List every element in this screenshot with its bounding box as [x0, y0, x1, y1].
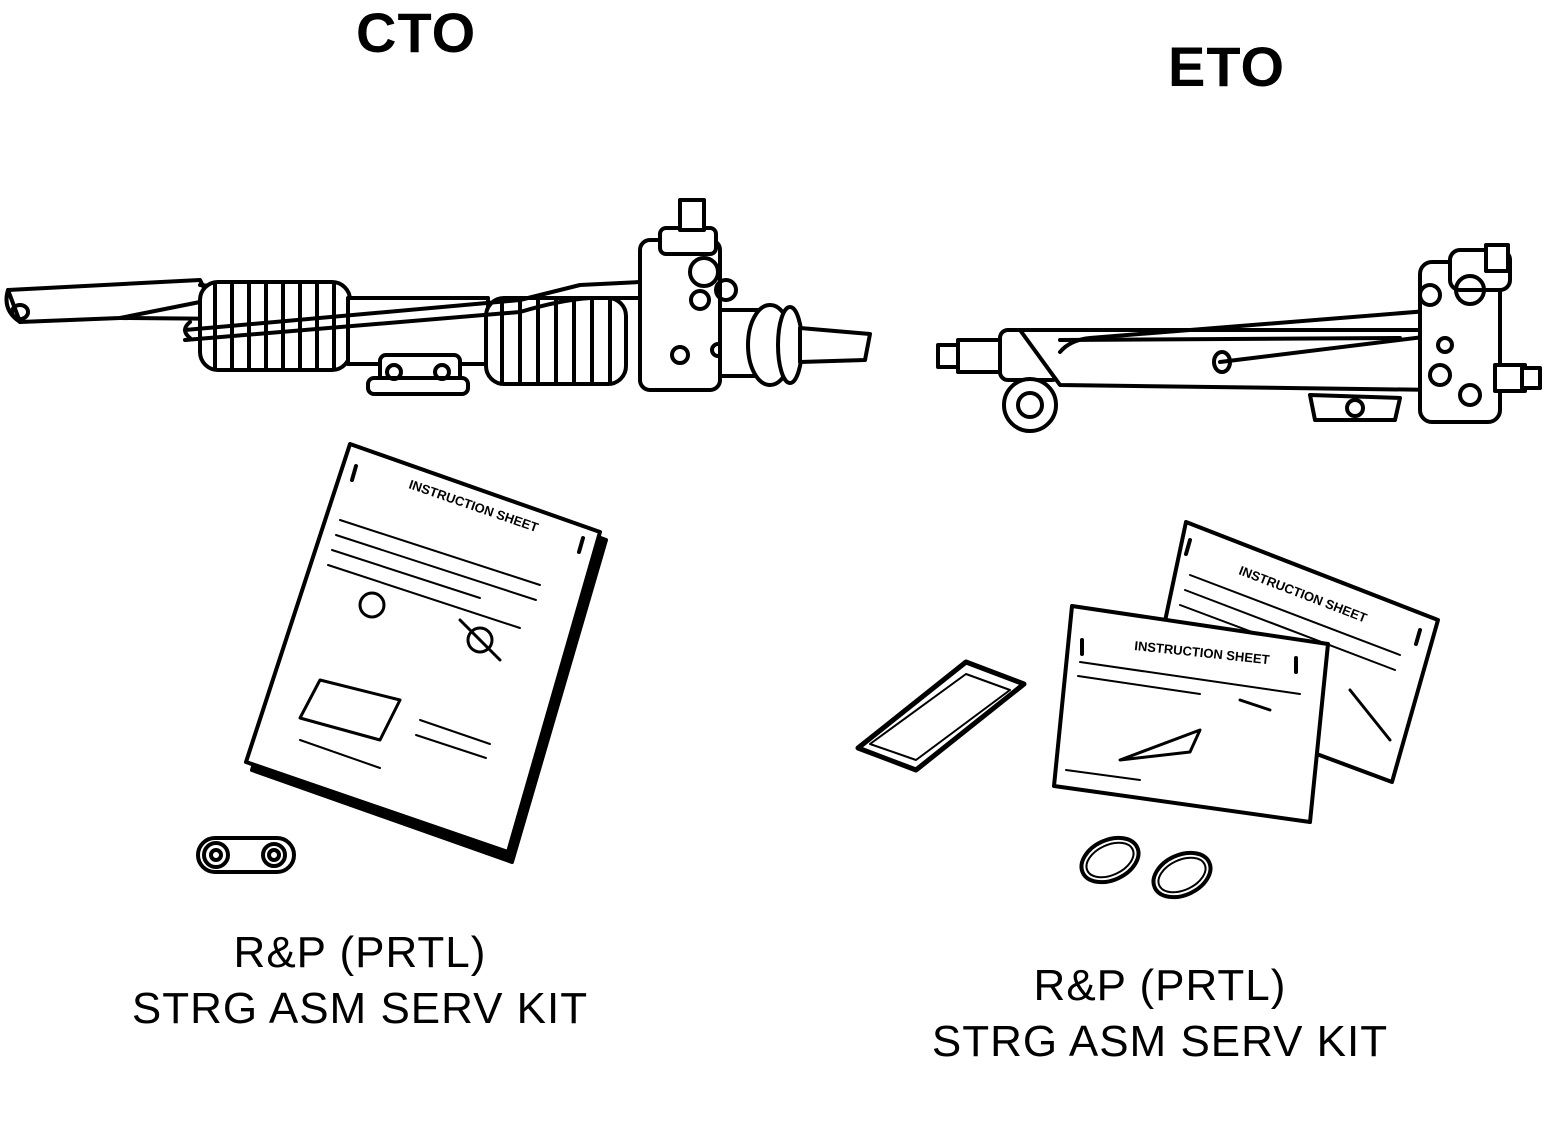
- cto-kit-label: R&P (PRTL) STRG ASM SERV KIT: [100, 925, 620, 1037]
- cto-kit-label-line2: STRG ASM SERV KIT: [131, 984, 589, 1033]
- eto-heading: ETO: [1168, 35, 1286, 98]
- eto-kit-label-line2: STRG ASM SERV KIT: [931, 1017, 1389, 1066]
- eto-kit-label: R&P (PRTL) STRG ASM SERV KIT: [900, 958, 1420, 1070]
- cto-instruction-sheet: [244, 442, 608, 864]
- cto-gasket: [196, 836, 296, 874]
- cto-left-boot: [198, 280, 352, 372]
- cto-mount-bracket: [366, 353, 470, 396]
- eto-valve-body: [1418, 243, 1512, 424]
- eto-steering-rack: [936, 243, 1542, 433]
- cto-kit-label-line1: R&P (PRTL): [233, 928, 487, 977]
- cto-steering-rack: [4, 198, 872, 396]
- cto-heading: CTO: [356, 1, 477, 64]
- eto-o-rings: [1079, 835, 1213, 900]
- eto-kit-label-line1: R&P (PRTL): [1033, 961, 1287, 1010]
- eto-flat-gasket: [855, 659, 1027, 773]
- cto-right-boot: [484, 296, 628, 386]
- eto-instruction-sheet-front: [1052, 604, 1330, 824]
- cto-valve-body: [638, 198, 738, 392]
